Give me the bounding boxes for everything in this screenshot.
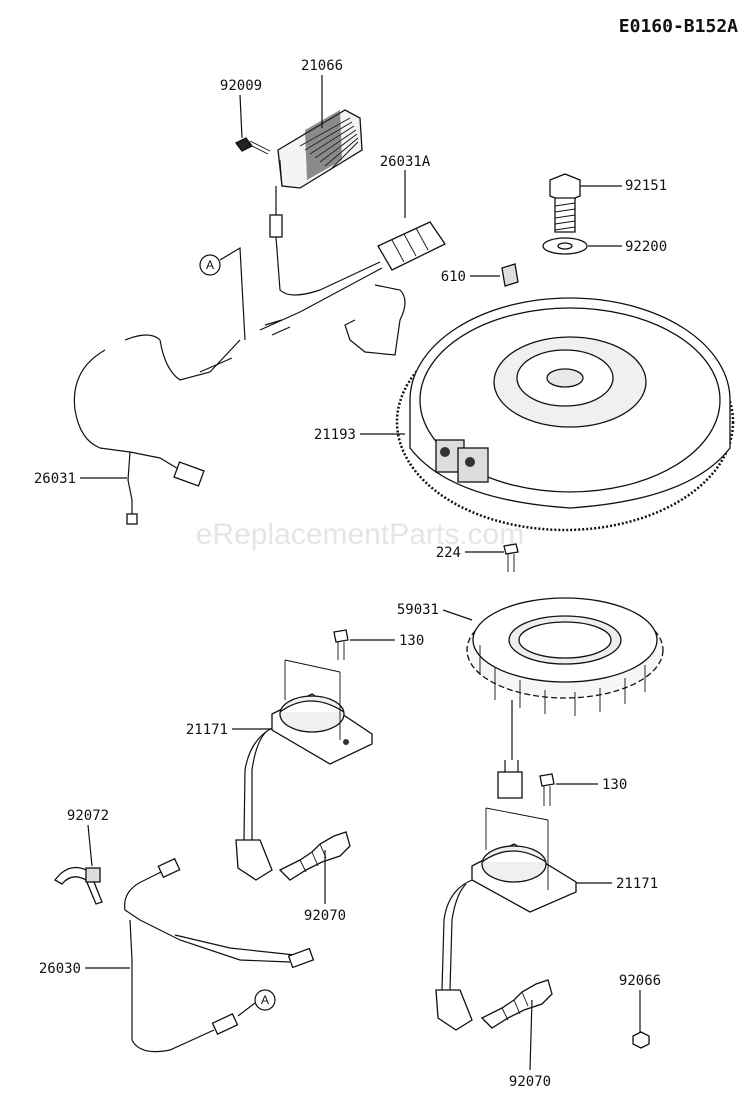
label-92151: 92151 xyxy=(625,178,667,194)
label-26030: 26030 xyxy=(39,961,81,977)
bolt-92009[interactable] xyxy=(235,137,271,155)
label-92070-upper: 92070 xyxy=(304,908,346,924)
watermark: eReplacementParts.com xyxy=(196,518,524,551)
label-21171-lower: 21171 xyxy=(616,876,658,892)
callout-a-lower: A xyxy=(237,989,276,1017)
label-21066: 21066 xyxy=(301,58,343,74)
label-92200: 92200 xyxy=(625,239,667,255)
stator-59031[interactable] xyxy=(466,597,664,799)
wire-harness-26031[interactable] xyxy=(73,334,241,525)
callout-a-upper: A xyxy=(199,246,246,341)
label-21171-upper: 21171 xyxy=(186,722,228,738)
label-21193: 21193 xyxy=(314,427,356,443)
label-59031: 59031 xyxy=(397,602,439,618)
flywheel-21193[interactable] xyxy=(395,297,735,532)
bolt-92151[interactable] xyxy=(549,173,581,233)
label-26031: 26031 xyxy=(34,471,76,487)
screw-130-upper[interactable] xyxy=(333,629,349,660)
clip-92072[interactable] xyxy=(54,866,103,905)
label-610: 610 xyxy=(441,269,466,285)
spark-plug-92070-upper[interactable] xyxy=(278,831,351,881)
label-92066: 92066 xyxy=(619,973,661,989)
callout-a-lower-label: A xyxy=(261,993,269,1007)
regulator-harness-26031A[interactable] xyxy=(259,186,446,356)
screw-130-lower[interactable] xyxy=(539,773,555,806)
label-92072: 92072 xyxy=(67,808,109,824)
label-224: 224 xyxy=(436,545,461,561)
screw-224[interactable] xyxy=(503,543,519,572)
regulator-21066[interactable] xyxy=(277,109,363,189)
ignition-coil-21171-lower[interactable] xyxy=(435,807,577,1031)
label-26031A: 26031A xyxy=(380,154,431,170)
spark-plug-92070-lower[interactable] xyxy=(480,979,553,1029)
label-130-upper: 130 xyxy=(399,633,424,649)
diagram-code: E0160-B152A xyxy=(619,16,738,37)
callout-a-upper-label: A xyxy=(206,258,214,272)
label-130-lower: 130 xyxy=(602,777,627,793)
nut-92066[interactable] xyxy=(632,1031,650,1049)
washer-92200[interactable] xyxy=(542,237,588,255)
ignition-coil-21171-upper[interactable] xyxy=(235,659,373,881)
label-92009: 92009 xyxy=(220,78,262,94)
wire-harness-26030[interactable] xyxy=(124,857,315,1053)
key-610[interactable] xyxy=(501,263,519,287)
label-92070-lower: 92070 xyxy=(509,1074,551,1090)
